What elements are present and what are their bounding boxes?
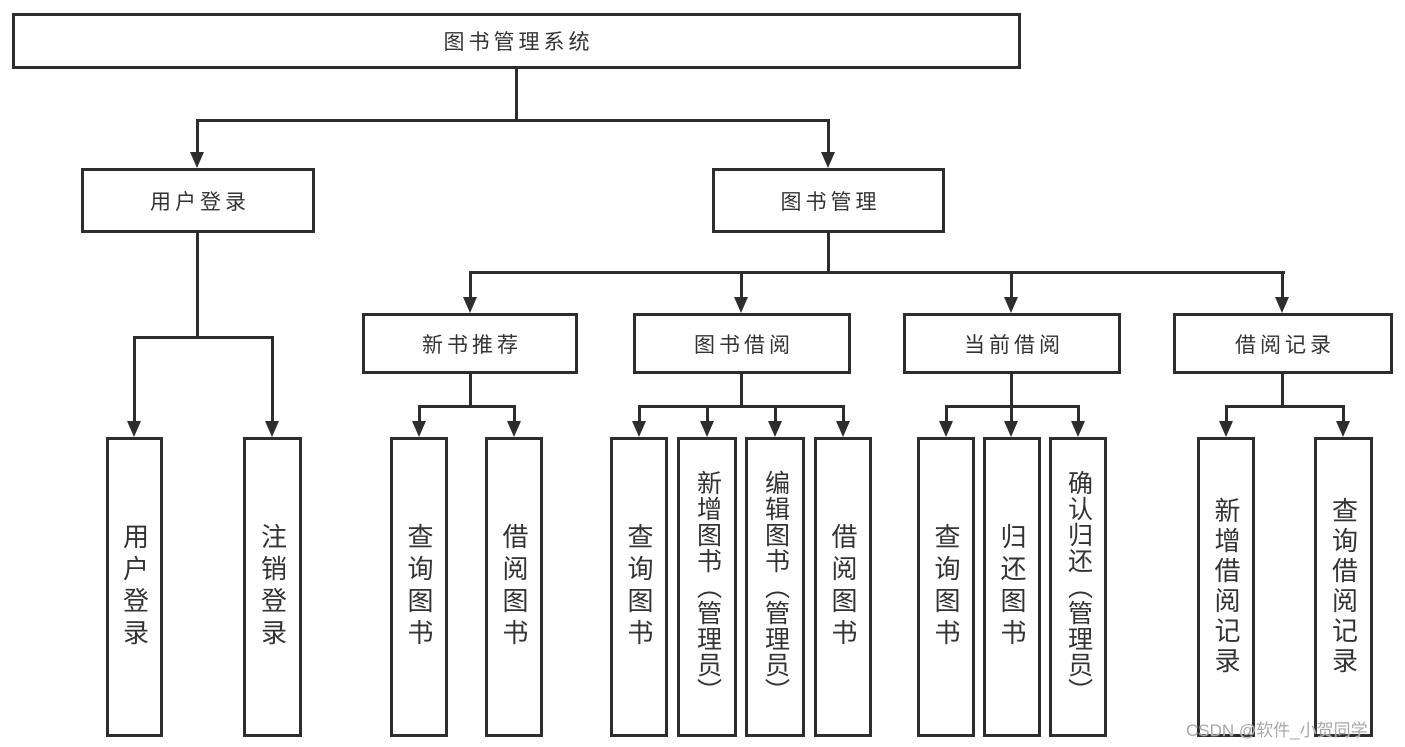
arrow-down-icon (412, 421, 426, 437)
connector-br-vertical (1281, 374, 1284, 408)
connector-stub-borrow-records (1281, 271, 1284, 299)
connector-level2-horizontal (196, 119, 830, 122)
leaf-bb-edit-books-admin: 编辑图书（管理员） (745, 437, 805, 737)
connector-nbr-vertical (469, 374, 472, 408)
leaf-br-add-record: 新增借阅记录 (1197, 437, 1255, 737)
node-borrowing-records: 借阅记录 (1173, 313, 1393, 374)
connector-bb-horizontal (638, 405, 845, 408)
arrow-down-icon (632, 421, 646, 437)
connector-stub (638, 405, 641, 423)
node-book-management: 图书管理 (712, 168, 945, 233)
arrow-down-icon (1275, 297, 1289, 313)
connector-book-mgmt-vertical (827, 233, 830, 271)
arrow-down-icon (1071, 421, 1085, 437)
connector-stub (945, 405, 948, 423)
arrow-down-icon (507, 421, 521, 437)
arrow-down-icon (463, 297, 477, 313)
leaf-br-query-record: 查询借阅记录 (1314, 437, 1373, 737)
connector-user-login-horizontal (133, 336, 274, 339)
arrow-down-icon (768, 421, 782, 437)
connector-stub (1225, 405, 1228, 423)
leaf-cb-return-books: 归还图书 (983, 437, 1041, 737)
arrow-down-icon (821, 152, 835, 168)
connector-br-horizontal (1225, 405, 1345, 408)
node-library-management-system: 图书管理系统 (12, 13, 1021, 69)
connector-stub (418, 405, 421, 423)
connector-stub-book-mgmt (827, 119, 830, 155)
arrow-down-icon (1336, 421, 1350, 437)
connector-stub-user-login (196, 119, 199, 155)
connector-level3-horizontal (469, 271, 1285, 274)
leaf-bb-add-books-admin: 新增图书（管理员） (677, 437, 737, 737)
arrow-down-icon (1004, 297, 1018, 313)
connector-root-vertical (515, 69, 518, 119)
connector-stub (513, 405, 516, 423)
arrow-down-icon (700, 421, 714, 437)
arrow-down-icon (1219, 421, 1233, 437)
leaf-nbr-query-books: 查询图书 (390, 437, 448, 737)
connector-stub-book-borrow (740, 271, 743, 299)
leaf-logout: 注销登录 (243, 437, 302, 737)
connector-nbr-horizontal (418, 405, 516, 408)
connector-stub (706, 405, 709, 423)
connector-user-login-vertical (196, 233, 199, 336)
csdn-watermark: CSDN @软件_小贺同学 (1186, 721, 1368, 740)
connector-stub-leaf-logout (271, 336, 274, 423)
connector-stub (842, 405, 845, 423)
node-user-login: 用户登录 (81, 168, 315, 233)
leaf-bb-borrow-books: 借阅图书 (814, 437, 872, 737)
connector-stub (1010, 405, 1013, 423)
arrow-down-icon (734, 297, 748, 313)
connector-bb-vertical (740, 374, 743, 408)
node-current-borrowing: 当前借阅 (903, 313, 1121, 374)
leaf-bb-query-books: 查询图书 (610, 437, 668, 737)
leaf-nbr-borrow-books: 借阅图书 (485, 437, 543, 737)
arrow-down-icon (190, 152, 204, 168)
leaf-user-login: 用户登录 (106, 437, 163, 737)
leaf-cb-query-books: 查询图书 (917, 437, 975, 737)
arrow-down-icon (1004, 421, 1018, 437)
arrow-down-icon (836, 421, 850, 437)
connector-stub-new-book-rec (469, 271, 472, 299)
arrow-down-icon (265, 421, 279, 437)
leaf-cb-confirm-return-admin: 确认归还（管理员） (1049, 437, 1107, 737)
node-book-borrowing: 图书借阅 (633, 313, 851, 374)
connector-stub-current-borrow (1010, 271, 1013, 299)
connector-stub (1077, 405, 1080, 423)
connector-stub-leaf-login (133, 336, 136, 423)
connector-cb-vertical (1010, 374, 1013, 408)
arrow-down-icon (127, 421, 141, 437)
node-new-book-recommend: 新书推荐 (362, 313, 578, 374)
connector-stub (774, 405, 777, 423)
connector-stub (1342, 405, 1345, 423)
arrow-down-icon (939, 421, 953, 437)
